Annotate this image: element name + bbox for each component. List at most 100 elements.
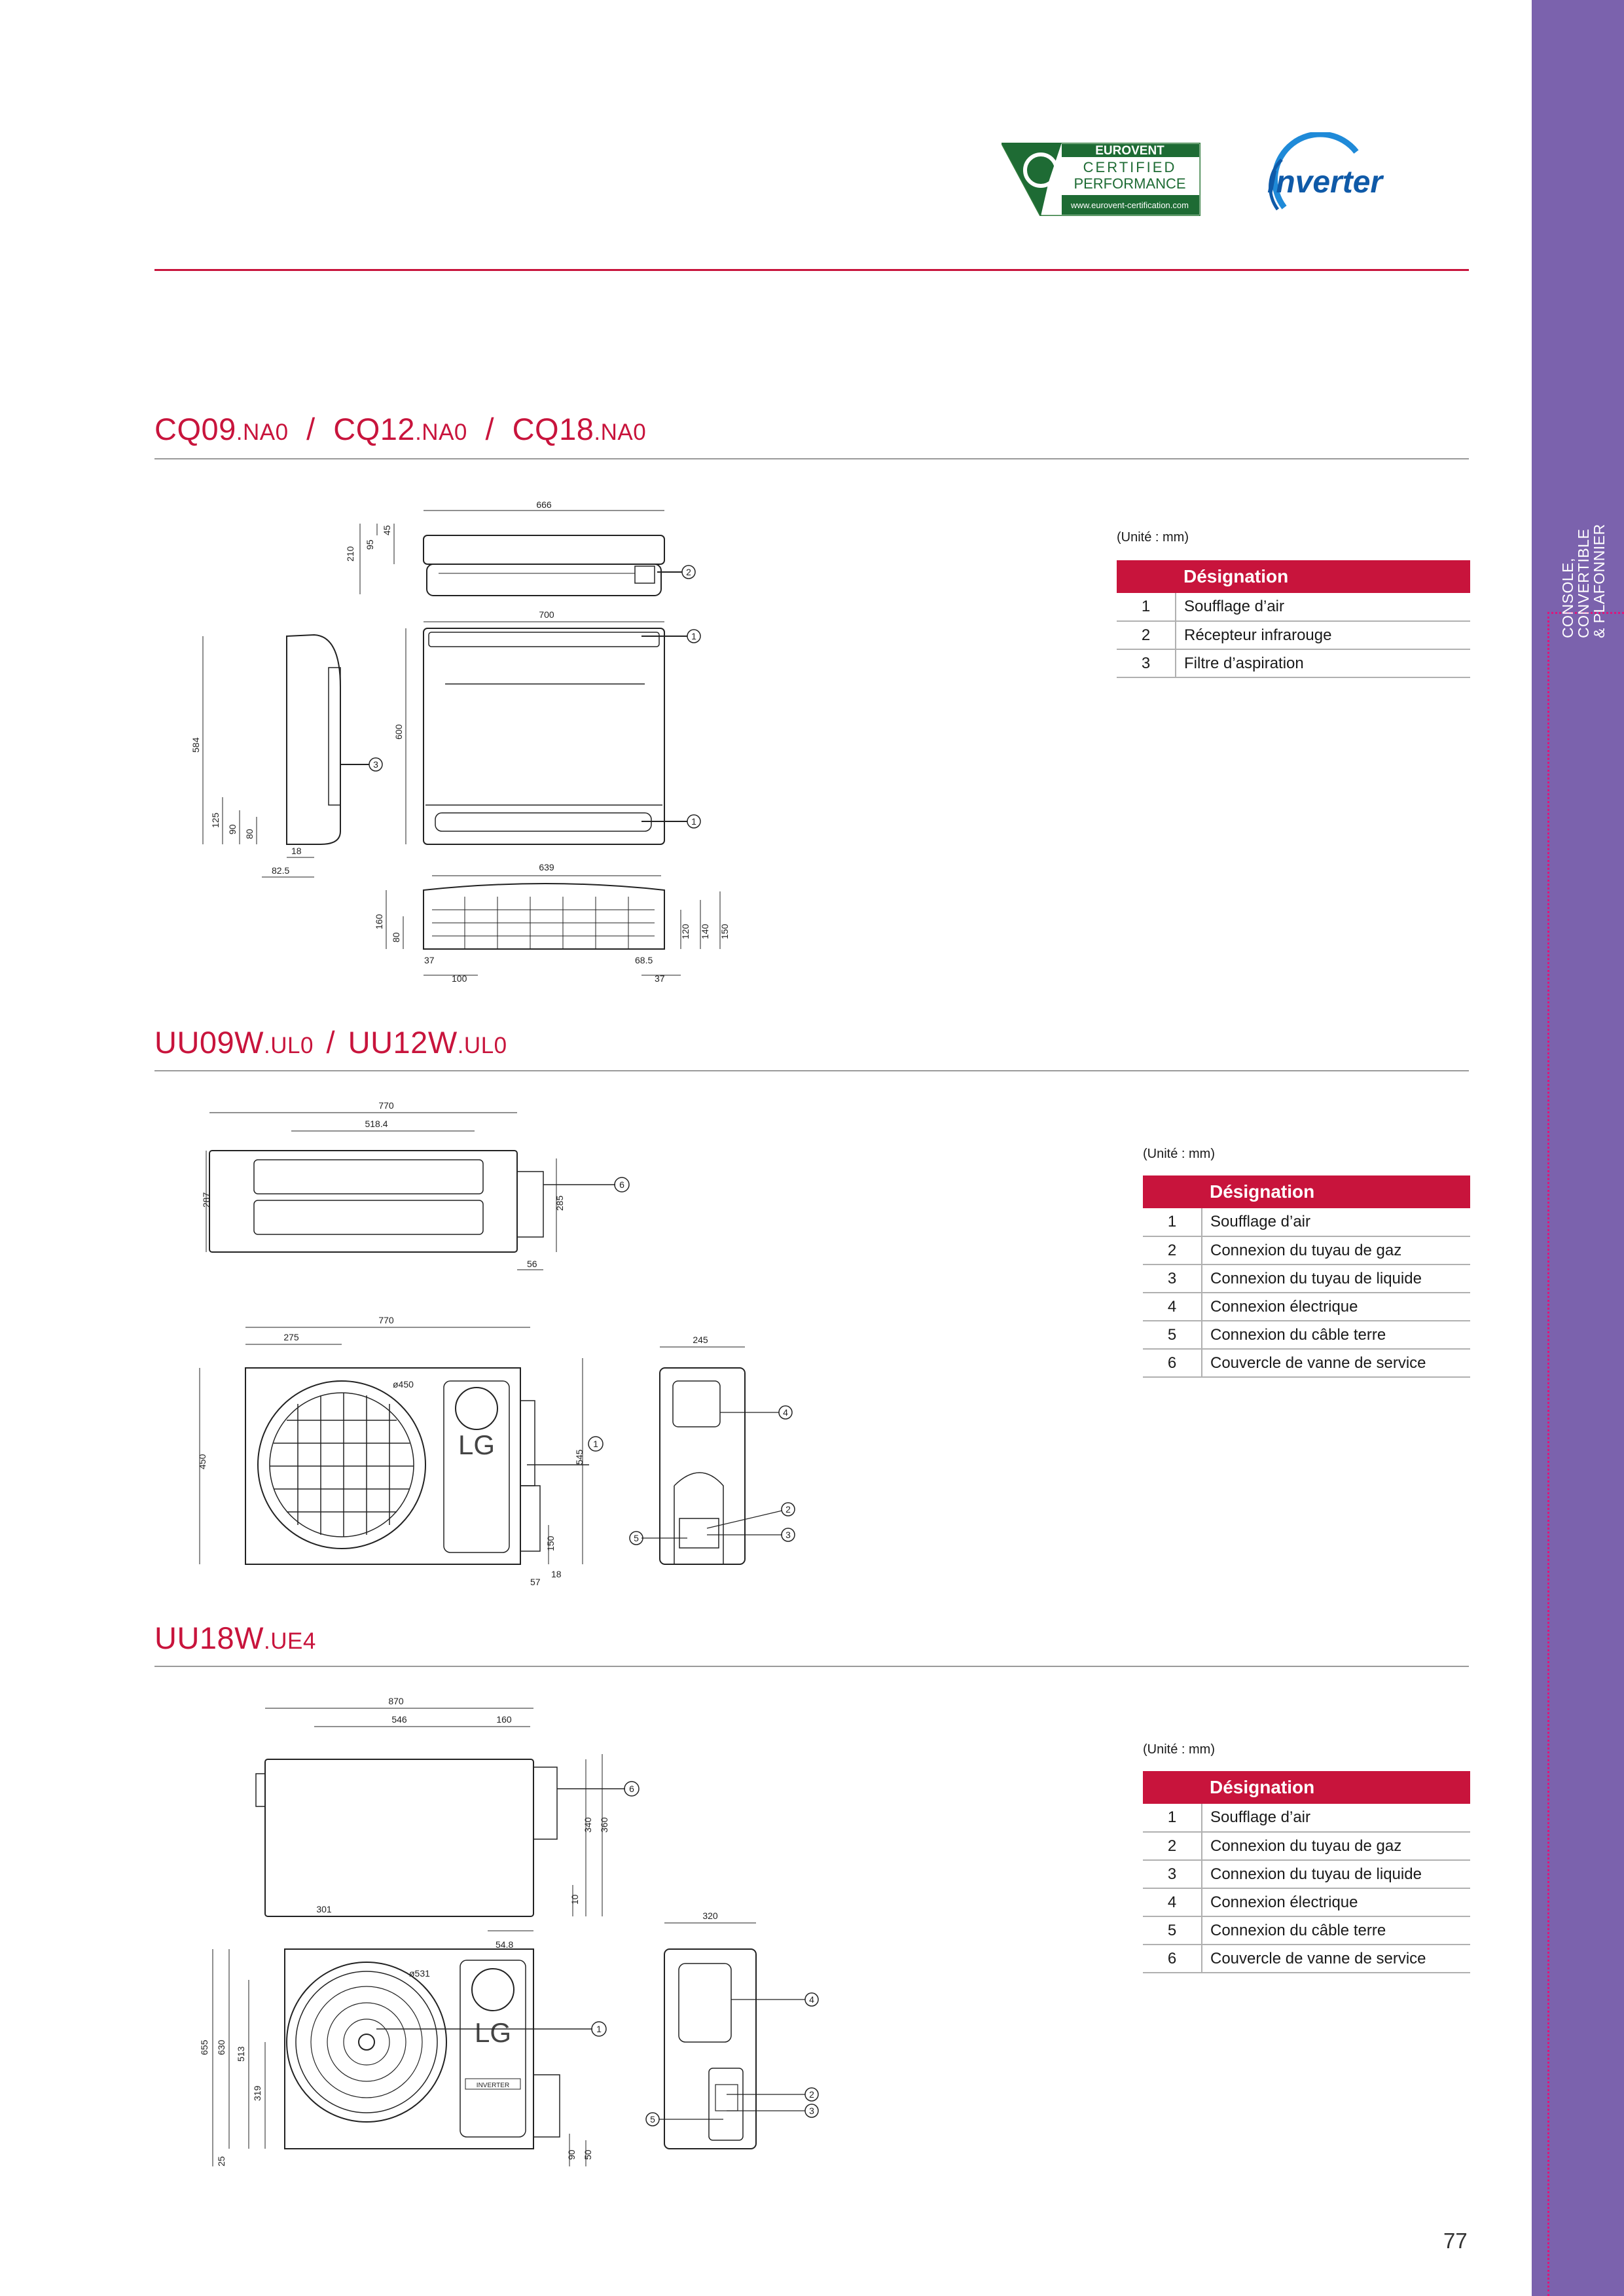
lg-logo: LG bbox=[458, 1429, 495, 1460]
callout-2: 2 bbox=[686, 567, 691, 577]
dim-319: 319 bbox=[252, 2085, 262, 2101]
title-separator: / bbox=[306, 412, 316, 446]
sidebar-dotted-line-horizontal bbox=[1547, 612, 1624, 614]
table-header: Désignation bbox=[1202, 1175, 1470, 1208]
dim-80: 80 bbox=[244, 829, 255, 839]
model-cq18-suffix: .NA0 bbox=[594, 420, 647, 445]
eurovent-url: www.eurovent-certification.com bbox=[1070, 200, 1189, 210]
dim-90: 90 bbox=[227, 824, 238, 834]
table-header-row: Désignation bbox=[1143, 1175, 1470, 1208]
callout-1-bottom: 1 bbox=[691, 816, 696, 827]
unit-note-1: (Unité : mm) bbox=[1117, 530, 1189, 545]
dim-bottom-width: 639 bbox=[539, 862, 554, 872]
model-cq18: CQ18 bbox=[512, 412, 594, 446]
dim-56: 56 bbox=[527, 1259, 537, 1269]
dim-546: 546 bbox=[391, 1714, 407, 1725]
callout-1-top: 1 bbox=[691, 631, 696, 641]
dim-548: 54.8 bbox=[496, 1939, 513, 1950]
dim-125: 125 bbox=[210, 812, 221, 828]
dim-450: 450 bbox=[197, 1454, 208, 1469]
sidebar-label-line2: CONVERTIBLE bbox=[1575, 528, 1592, 638]
dim-160: 160 bbox=[496, 1714, 512, 1725]
model-cq12: CQ12 bbox=[333, 412, 416, 446]
header-rule bbox=[154, 269, 1469, 271]
dim-25: 25 bbox=[216, 2156, 226, 2166]
dim-18: 18 bbox=[291, 846, 302, 856]
table-header: Désignation bbox=[1202, 1771, 1470, 1804]
sidebar-section-label: CONSOLE, CONVERTIBLE & PLAFONNIER bbox=[1559, 471, 1608, 641]
table-header: Désignation bbox=[1176, 560, 1470, 593]
callout-6: 6 bbox=[629, 1784, 634, 1794]
indoor-unit-drawing: 666 210 95 45 2 700 600 1 1 584 125 90 bbox=[183, 491, 772, 1001]
dim-side-width: 320 bbox=[702, 1910, 718, 1921]
dim-630: 630 bbox=[216, 2039, 226, 2055]
model-uu12w-suffix: .UL0 bbox=[457, 1033, 507, 1058]
dim-360: 360 bbox=[599, 1817, 609, 1833]
inverter-text: Inverter bbox=[1267, 165, 1384, 200]
dim-513: 513 bbox=[236, 2046, 246, 2062]
eurovent-line1: EUROVENT bbox=[1095, 144, 1164, 158]
sidebar-label-line3: & PLAFONNIER bbox=[1591, 524, 1608, 638]
section-title-uu18: UU18W.UE4 bbox=[154, 1620, 316, 1656]
brand-plate: INVERTER bbox=[477, 2082, 509, 2089]
model-uu09w-suffix: .UL0 bbox=[264, 1033, 314, 1058]
sidebar-label-line1: CONSOLE, bbox=[1559, 558, 1576, 638]
dim-b37b: 37 bbox=[655, 973, 665, 984]
dim-side-height: 584 bbox=[190, 737, 201, 753]
model-cq09-suffix: .NA0 bbox=[236, 420, 289, 445]
dim-fan: ø531 bbox=[409, 1968, 430, 1979]
dim-10: 10 bbox=[569, 1894, 580, 1905]
dim-front-width: 700 bbox=[539, 609, 554, 620]
dim-b100: 100 bbox=[452, 973, 467, 984]
callout-4: 4 bbox=[783, 1407, 788, 1418]
dim-160: 160 bbox=[374, 914, 384, 929]
outdoor-unit-uu18-drawing: 870 546 160 340 360 10 54.8 6 301 ø531 L… bbox=[193, 1689, 821, 2186]
dim-57: 57 bbox=[530, 1577, 541, 1587]
dim-545: 545 bbox=[574, 1449, 585, 1465]
dim-front-width: 770 bbox=[378, 1315, 394, 1325]
callout-1: 1 bbox=[596, 2024, 602, 2034]
callout-3: 3 bbox=[785, 1530, 791, 1540]
section-title-cq: CQ09.NA0 / CQ12.NA0 / CQ18.NA0 bbox=[154, 411, 646, 447]
table-header-row: Désignation bbox=[1143, 1771, 1470, 1804]
dim-side-width: 245 bbox=[693, 1335, 708, 1345]
page-number: 77 bbox=[1443, 2229, 1468, 2253]
section-rule bbox=[154, 1666, 1469, 1667]
dim-340: 340 bbox=[583, 1817, 593, 1833]
section-title-uu09-uu12: UU09W.UL0 / UU12W.UL0 bbox=[154, 1024, 507, 1060]
dim-top-inner: 518.4 bbox=[365, 1119, 388, 1129]
callout-5: 5 bbox=[634, 1533, 639, 1543]
callout-2: 2 bbox=[785, 1504, 791, 1515]
eurovent-badge: EUROVENT CERTIFIED PERFORMANCE www.eurov… bbox=[1000, 141, 1202, 217]
eurovent-line2: CERTIFIED bbox=[1083, 159, 1177, 175]
sidebar-band bbox=[1532, 0, 1624, 2296]
sidebar-dotted-line bbox=[1547, 612, 1549, 2296]
model-uu18w: UU18W bbox=[154, 1621, 264, 1655]
section-rule bbox=[154, 458, 1469, 459]
callout-4: 4 bbox=[809, 1994, 814, 2005]
dim-b37a: 37 bbox=[424, 955, 435, 965]
dim-210: 210 bbox=[345, 546, 355, 562]
dim-655: 655 bbox=[199, 2039, 209, 2055]
dim-150: 150 bbox=[719, 924, 730, 939]
lg-logo: LG bbox=[475, 2017, 511, 2048]
title-separator: / bbox=[326, 1025, 336, 1060]
inverter-logo: Inverter bbox=[1267, 131, 1384, 211]
dim-275: 275 bbox=[283, 1332, 299, 1342]
dim-45: 45 bbox=[382, 525, 392, 535]
dim-285: 285 bbox=[554, 1195, 565, 1211]
dim-90: 90 bbox=[566, 2149, 577, 2160]
callout-6: 6 bbox=[619, 1179, 624, 1190]
table-header-row: Désignation bbox=[1117, 560, 1470, 593]
dim-685: 68.5 bbox=[635, 955, 653, 965]
